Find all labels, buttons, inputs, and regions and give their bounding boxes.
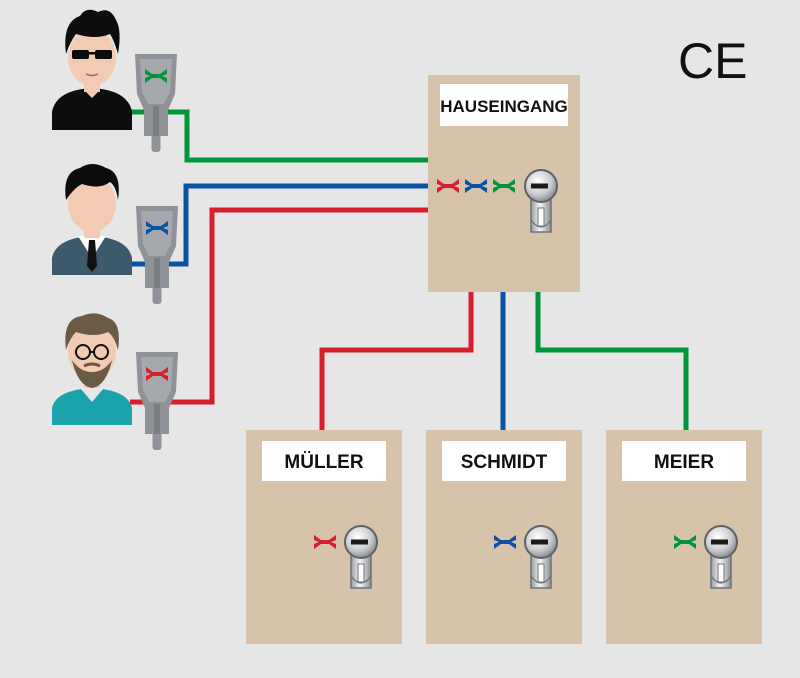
person-icon-glasses-beard (52, 313, 132, 425)
door-mueller: MÜLLER (246, 430, 402, 644)
ce-mark: CE (678, 33, 747, 89)
door-schmidt: SCHMIDT (426, 430, 582, 644)
door-label-plate (262, 441, 386, 481)
key-icon-blue (136, 206, 178, 304)
door-label-meier: MEIER (654, 452, 714, 473)
entrance-door: HAUSEINGANG (428, 75, 580, 292)
key-icon-green (135, 54, 177, 152)
door-label-schmidt: SCHMIDT (461, 452, 548, 473)
entrance-label: HAUSEINGANG (440, 97, 568, 116)
entrance-label-plate (440, 84, 568, 126)
door-label-mueller: MÜLLER (284, 452, 363, 473)
door-meier: MEIER (606, 430, 762, 644)
key-icon-red (136, 352, 178, 450)
door-label-plate (442, 441, 566, 481)
wire-red (130, 207, 474, 430)
door-label-plate (622, 441, 746, 481)
person-icon-suit (52, 164, 132, 275)
person-icon-sunglasses (52, 9, 132, 130)
